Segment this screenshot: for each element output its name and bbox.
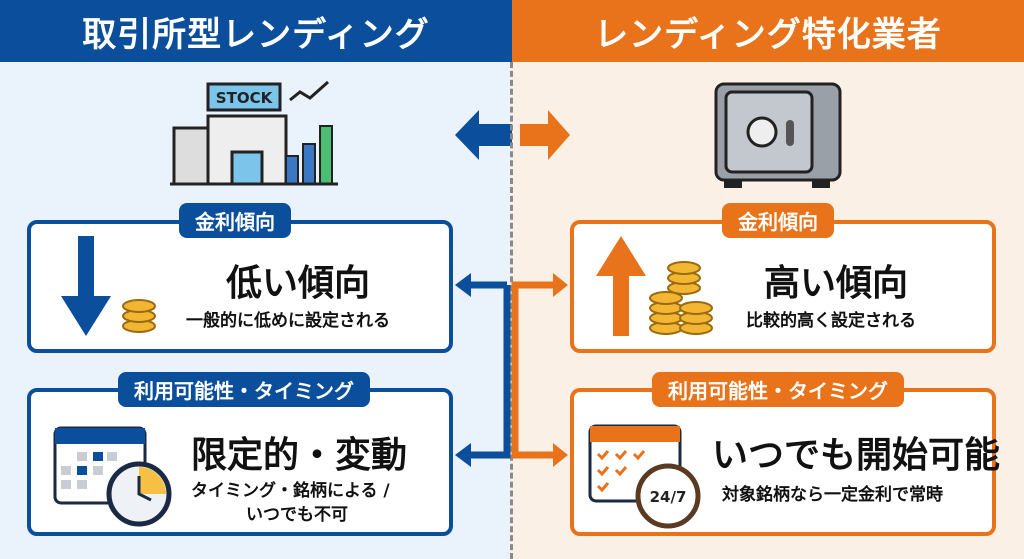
exchange-lending-title: 取引所型レンディング	[0, 0, 512, 62]
coins-icon	[122, 299, 156, 333]
calendar-24-7-icon: 24/7	[588, 424, 701, 529]
up-arrow-icon	[596, 236, 646, 336]
clock-label: 24/7	[650, 488, 687, 506]
availability-sub-line1: タイミング・銘柄による /	[191, 481, 390, 501]
rate-card-specialist: 高い傾向 比較的高く設定される	[570, 220, 996, 353]
safe-icon	[714, 82, 842, 188]
availability-sub: 対象銘柄なら一定金利で常時	[722, 485, 943, 505]
availability-card-exchange: 限定的・変動 タイミング・銘柄による / いつでも不可	[27, 388, 453, 536]
arrow-left-icon	[455, 110, 512, 160]
availability-sub-line2: いつでも不可	[246, 505, 348, 525]
availability-main: 限定的・変動	[191, 435, 408, 476]
availability-tag: 利用可能性・タイミング	[118, 372, 370, 407]
arrow-right-icon	[520, 110, 570, 160]
stock-sign-text: STOCK	[216, 89, 274, 107]
availability-tag: 利用可能性・タイミング	[652, 372, 904, 407]
rate-main: 低い傾向	[226, 263, 371, 304]
calendar-clock-icon	[53, 426, 172, 527]
rate-main: 高い傾向	[764, 263, 909, 304]
rate-tag: 金利傾向	[179, 203, 291, 238]
down-arrow-icon	[61, 236, 111, 336]
availability-main: いつでも開始可能	[712, 435, 1001, 476]
stock-exchange-icon: STOCK	[170, 80, 338, 186]
coins-stack-icon	[649, 261, 713, 335]
exchange-lending-panel: 取引所型レンディング STOCK 低い傾向 一般的に低めに設定される 金利傾向 …	[0, 0, 512, 559]
lending-specialist-panel: レンディング特化業者 高い傾向 比較的高く設定される 金利傾向 24/7 いつで…	[512, 0, 1024, 559]
rate-sub: 一般的に低めに設定される	[186, 311, 390, 331]
lending-specialist-title: レンディング特化業者	[512, 0, 1024, 62]
rate-tag: 金利傾向	[722, 203, 834, 238]
rate-card-exchange: 低い傾向 一般的に低めに設定される	[27, 220, 453, 353]
rate-sub: 比較的高く設定される	[746, 311, 916, 331]
connector-arrows	[455, 273, 568, 467]
availability-card-specialist: 24/7 いつでも開始可能 対象銘柄なら一定金利で常時	[570, 388, 1000, 536]
